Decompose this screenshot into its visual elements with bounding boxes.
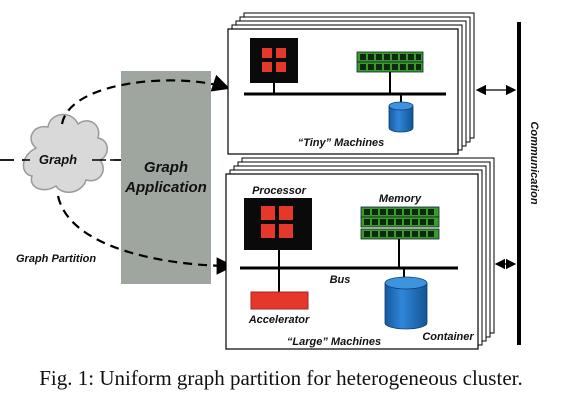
tiny-container [388, 101, 414, 133]
bus-label: Bus [330, 274, 351, 286]
dashed-arrow-to-large [56, 195, 235, 275]
graph-partition-label: Graph Partition [16, 253, 96, 265]
large-memory [360, 206, 440, 240]
tiny-memory [356, 51, 424, 73]
accelerator-block [250, 291, 309, 310]
tiny-machines-label: “Tiny” Machines [298, 137, 385, 149]
accelerator-label: Accelerator [248, 314, 310, 326]
graph-application-box [121, 71, 211, 284]
app-label-line1: Graph [144, 159, 188, 176]
app-label-line2: Application [124, 179, 207, 196]
tiny-machines-stack [227, 12, 475, 155]
container-label: Container [422, 331, 474, 343]
large-container [384, 276, 428, 330]
processor-label: Processor [252, 185, 307, 197]
communication-label: Communication [528, 121, 540, 204]
large-machines-label: “Large” Machines [287, 336, 381, 348]
tiny-processor [250, 38, 298, 83]
graph-cloud-label: Graph [39, 152, 77, 167]
memory-label: Memory [379, 193, 422, 205]
large-processor [244, 198, 312, 250]
figure-caption: Fig. 1: Uniform graph partition for hete… [39, 366, 522, 390]
dashed-arrow-to-tiny [60, 74, 231, 125]
